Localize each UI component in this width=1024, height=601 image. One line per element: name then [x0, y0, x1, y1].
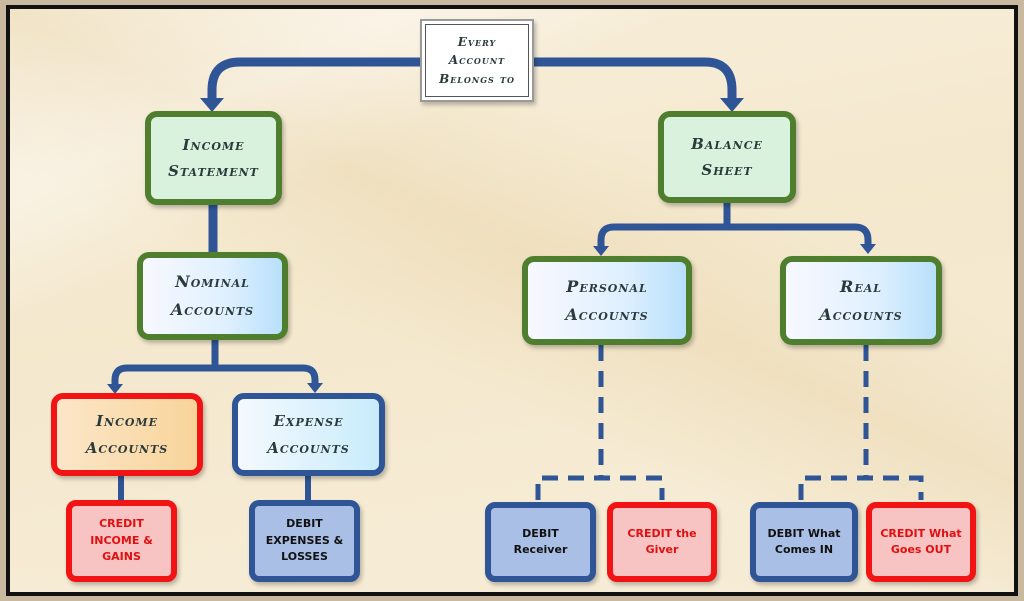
- real-accounts-label: Real Accounts: [819, 276, 903, 324]
- debit-receiver-node: DEBIT Receiver: [485, 502, 596, 582]
- income-statement-label: Income Statement: [168, 135, 259, 180]
- expense-accounts-node: Expense Accounts: [232, 393, 385, 476]
- credit-goes-out-node: CREDIT What Goes OUT: [866, 502, 976, 582]
- debit-receiver-label: DEBIT Receiver: [513, 526, 568, 557]
- connector-root-to-income-statement: [207, 57, 420, 104]
- credit-giver-node: CREDIT the Giver: [607, 502, 717, 582]
- credit-income-gains-label: CREDIT INCOME & GAINS: [90, 517, 153, 564]
- debit-comes-in-label: DEBIT What Comes IN: [767, 526, 841, 557]
- nominal-accounts-node: Nominal Accounts: [137, 252, 288, 340]
- credit-income-gains-node: CREDIT INCOME & GAINS: [66, 500, 177, 582]
- personal-accounts-node: Personal Accounts: [522, 256, 692, 345]
- root-node: Every Account Belongs to: [420, 19, 534, 102]
- income-accounts-node: Income Accounts: [51, 393, 203, 476]
- balance-sheet-label: Balance Sheet: [691, 134, 763, 179]
- credit-giver-label: CREDIT the Giver: [627, 526, 697, 557]
- nominal-accounts-label: Nominal Accounts: [170, 272, 255, 319]
- income-accounts-label: Income Accounts: [85, 412, 169, 457]
- personal-accounts-label: Personal Accounts: [565, 276, 649, 324]
- debit-expenses-losses-node: DEBIT EXPENSES & LOSSES: [249, 500, 360, 582]
- connector-real-dashed: [798, 345, 924, 500]
- root-label: Every Account Belongs to: [439, 34, 515, 86]
- connector-root-to-balance-sheet: [534, 57, 737, 104]
- expense-accounts-label: Expense Accounts: [267, 412, 350, 457]
- balance-sheet-node: Balance Sheet: [658, 111, 796, 203]
- income-statement-node: Income Statement: [145, 111, 282, 205]
- debit-expenses-losses-label: DEBIT EXPENSES & LOSSES: [265, 517, 344, 564]
- connector-balance-sheet-split: [597, 203, 872, 252]
- debit-comes-in-node: DEBIT What Comes IN: [750, 502, 858, 582]
- connector-personal-dashed: [535, 345, 665, 500]
- real-accounts-node: Real Accounts: [780, 256, 942, 345]
- credit-goes-out-label: CREDIT What Goes OUT: [880, 526, 962, 557]
- connector-nominal-split: [111, 340, 319, 390]
